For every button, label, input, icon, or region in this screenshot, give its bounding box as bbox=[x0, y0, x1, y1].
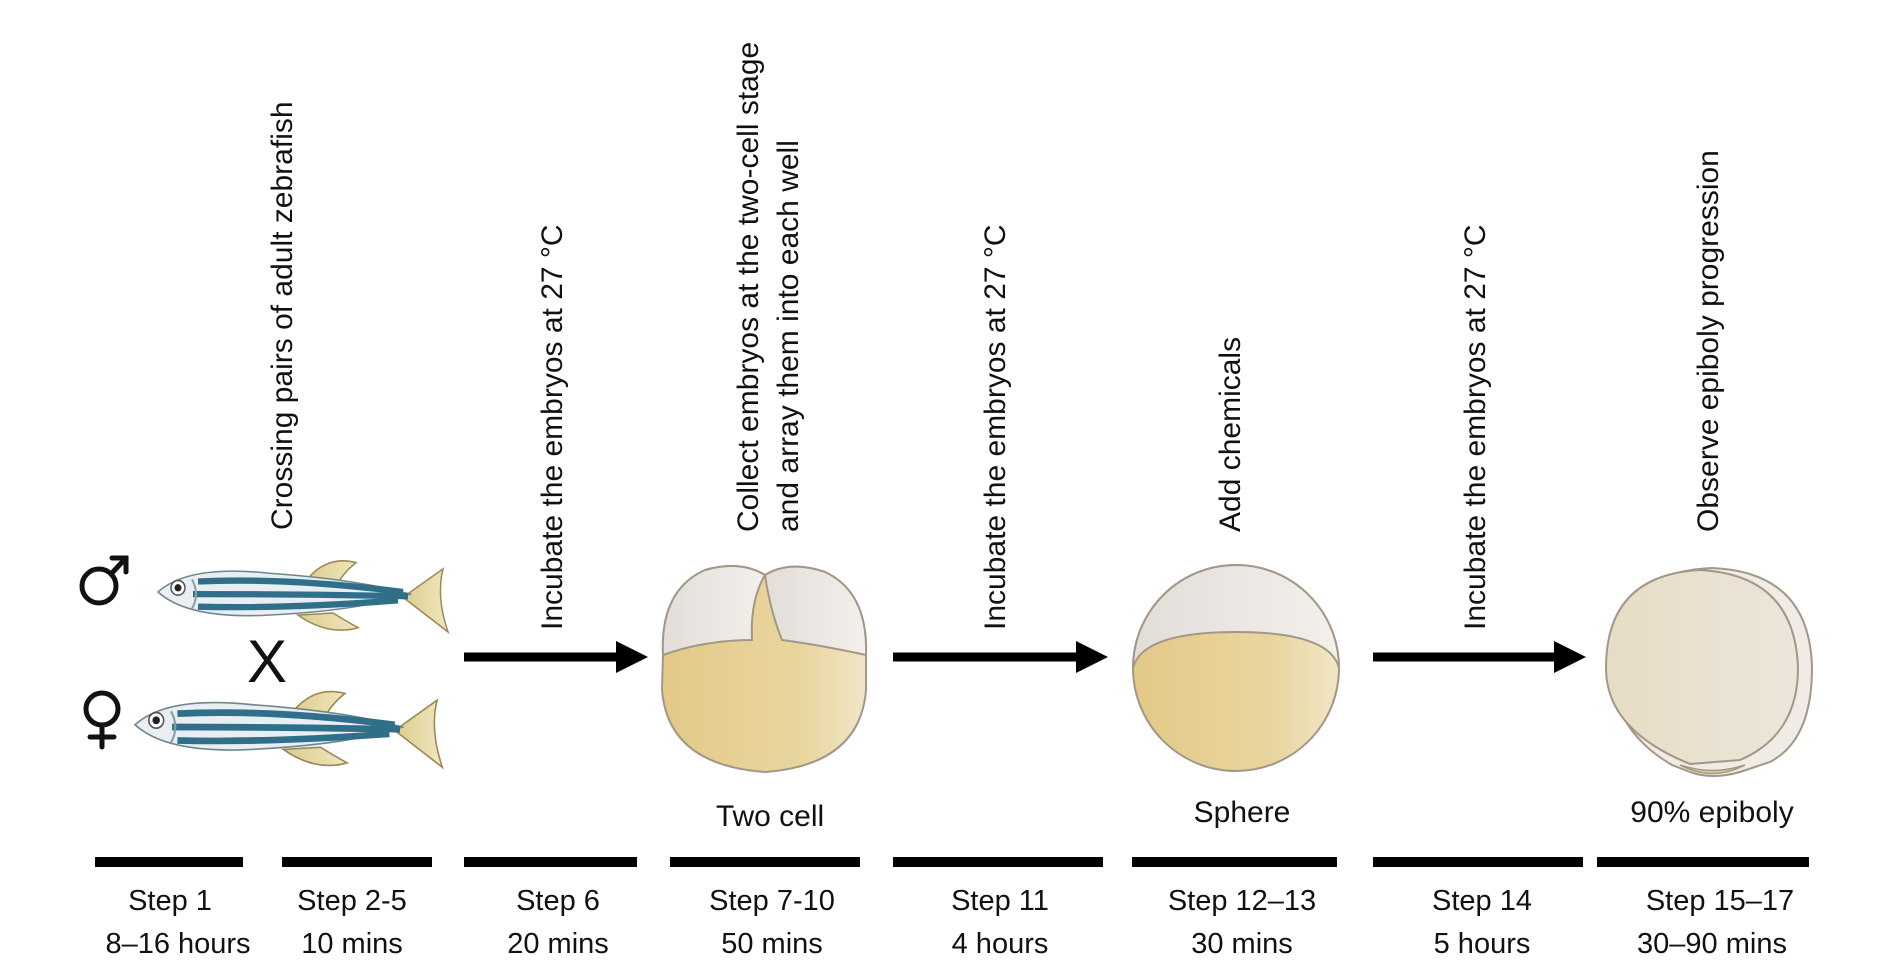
instruction-incubate-2: Incubate the embryos at 27 °C bbox=[979, 224, 1012, 630]
stage-label-two-cell: Two cell bbox=[716, 800, 824, 833]
timeline-bar bbox=[1132, 857, 1337, 867]
stage-label-sphere: Sphere bbox=[1194, 796, 1291, 829]
embryo-icon bbox=[1132, 564, 1340, 772]
timeline-bar bbox=[1373, 857, 1583, 867]
timeline-step-label: Step 6 bbox=[516, 885, 600, 917]
timeline-time-label: 20 mins bbox=[507, 928, 609, 960]
timeline-bar bbox=[1597, 857, 1809, 867]
timeline-step-label: Step 15–17 bbox=[1646, 885, 1794, 917]
instruction-collect-line2: and array them into each well bbox=[772, 140, 805, 532]
cross-symbol: X bbox=[247, 628, 287, 695]
timeline-time-label: 50 mins bbox=[721, 928, 823, 960]
embryo-icon bbox=[1604, 566, 1814, 777]
male-symbol-icon bbox=[79, 555, 129, 606]
timeline-bar bbox=[464, 857, 637, 867]
timeline-step-label: Step 12–13 bbox=[1168, 885, 1316, 917]
timeline-time-label: 30–90 mins bbox=[1637, 928, 1787, 960]
timeline-time-label: 10 mins bbox=[301, 928, 403, 960]
instruction-add-chemicals: Add chemicals bbox=[1214, 337, 1247, 532]
stage-label-epiboly: 90% epiboly bbox=[1630, 796, 1793, 829]
timeline-step-label: Step 14 bbox=[1432, 885, 1532, 917]
embryo-icon bbox=[660, 565, 868, 774]
zebrafish-icon bbox=[158, 561, 448, 632]
female-symbol-icon bbox=[83, 690, 121, 750]
instruction-collect-line1: Collect embryos at the two-cell stage bbox=[732, 42, 765, 532]
timeline-bar bbox=[893, 857, 1103, 867]
instruction-incubate-3: Incubate the embryos at 27 °C bbox=[1459, 224, 1492, 630]
timeline-time-label: 4 hours bbox=[952, 928, 1049, 960]
timeline-time-label: 30 mins bbox=[1191, 928, 1293, 960]
timeline-time-label: 8–16 hours bbox=[105, 928, 250, 960]
timeline-step-label: Step 1 bbox=[128, 885, 212, 917]
arrow-right-icon bbox=[1373, 641, 1586, 673]
zebrafish-icon bbox=[135, 692, 442, 768]
instruction-incubate-1: Incubate the embryos at 27 °C bbox=[536, 224, 569, 630]
timeline-step-label: Step 2-5 bbox=[297, 885, 407, 917]
timeline-bar bbox=[282, 857, 432, 867]
timeline-bars bbox=[95, 857, 1809, 867]
timeline-time-label: 5 hours bbox=[1434, 928, 1531, 960]
instruction-crossing: Crossing pairs of adult zebrafish bbox=[266, 101, 299, 530]
arrow-right-icon bbox=[464, 641, 648, 673]
timeline-bar bbox=[670, 857, 860, 867]
instruction-observe: Observe epiboly progression bbox=[1692, 150, 1725, 532]
timeline-step-label: Step 7-10 bbox=[709, 885, 835, 917]
timeline-step-label: Step 11 bbox=[951, 885, 1049, 917]
arrow-right-icon bbox=[893, 641, 1108, 673]
timeline-bar bbox=[95, 857, 243, 867]
